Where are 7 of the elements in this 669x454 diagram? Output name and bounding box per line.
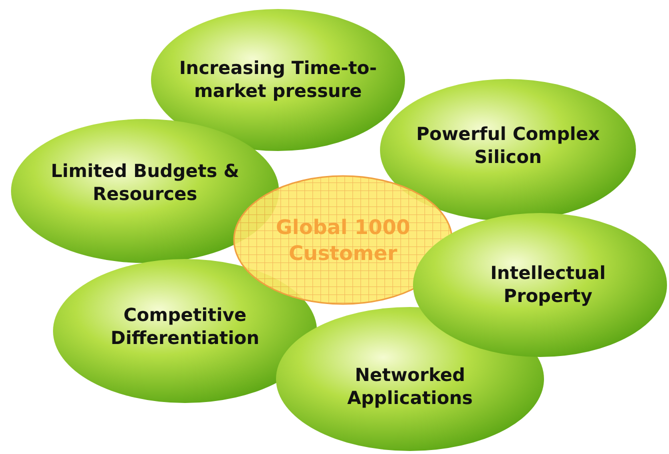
node-label: Global 1000 Customer <box>274 214 412 266</box>
node-label: Limited Budgets & Resources <box>50 160 240 206</box>
node-label: Networked Applications <box>346 364 474 410</box>
node-label: Intellectual Property <box>489 262 607 308</box>
node-label: Increasing Time-to-market pressure <box>178 56 378 104</box>
node-label: Competitive Differentiation <box>110 304 260 350</box>
node-label: Powerful Complex Silicon <box>415 122 601 170</box>
